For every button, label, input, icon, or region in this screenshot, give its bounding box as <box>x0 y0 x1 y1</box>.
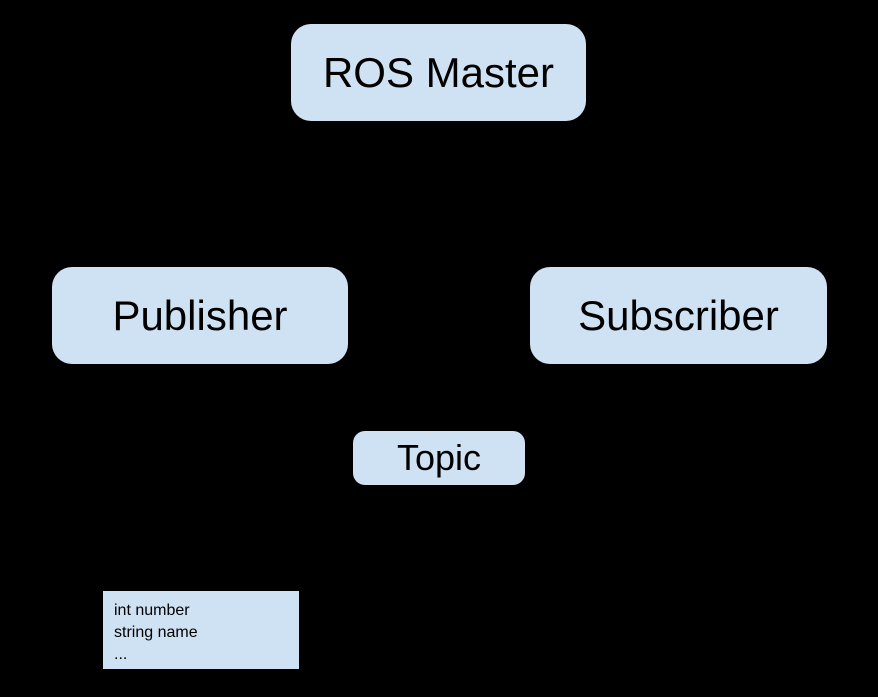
message-ellipsis-line: ... <box>114 646 128 663</box>
node-publisher: Publisher <box>52 267 348 364</box>
node-subscriber: Subscriber <box>530 267 827 364</box>
message-field-line: string name <box>114 624 198 641</box>
node-message-definition: int number string name ... <box>103 591 299 669</box>
node-publisher-label: Publisher <box>112 291 288 339</box>
message-field-line: int number <box>114 602 190 619</box>
node-topic: Topic <box>353 431 525 485</box>
node-ros-master-label: ROS Master <box>322 48 555 96</box>
node-subscriber-label: Subscriber <box>578 291 779 339</box>
node-ros-master: ROS Master <box>291 24 586 121</box>
node-topic-label: Topic <box>396 437 482 478</box>
